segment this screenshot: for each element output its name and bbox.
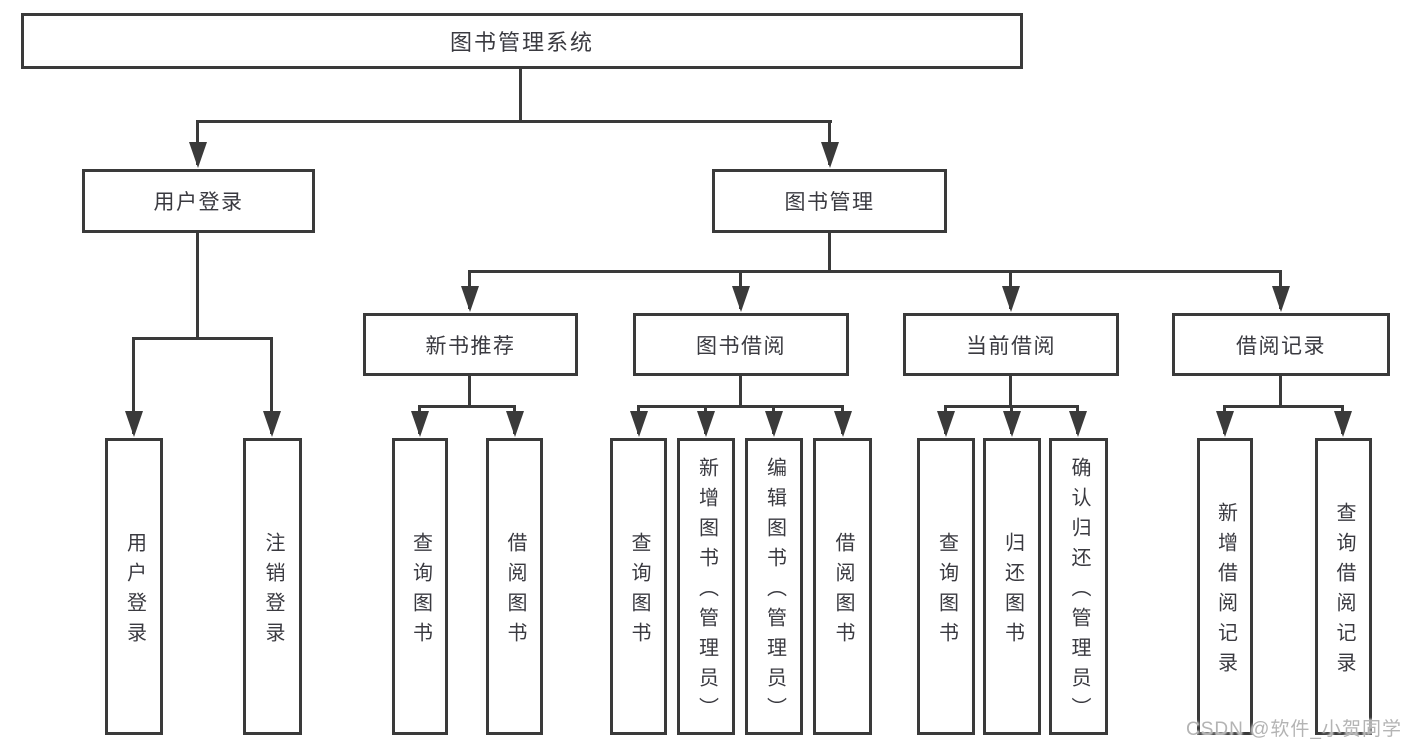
leaf-logout: 注销登录 — [243, 438, 302, 735]
leaf-borrow-books: 借阅图书 — [486, 438, 543, 735]
connector-book-borrow-stem — [739, 376, 742, 407]
leaf-edit-books-admin: 编辑图书（管理员） — [745, 438, 803, 735]
arrowhead-logout-leaf — [263, 411, 281, 437]
connector-book-management-stem — [828, 233, 831, 272]
connector-book-management-branch — [468, 270, 1282, 273]
node-label: 图书管理系统 — [449, 30, 594, 55]
leaf-return-books: 归还图书 — [983, 438, 1041, 735]
leaf-query-books: 查询图书 — [917, 438, 975, 735]
arrowhead-leaf — [697, 411, 715, 437]
node-label: 用户登录 — [153, 191, 244, 214]
node-label: 借阅记录 — [1236, 334, 1326, 358]
connector-root-branch — [197, 120, 832, 123]
leaf-add-borrow-record: 新增借阅记录 — [1197, 438, 1253, 735]
node-label: 图书管理 — [784, 191, 875, 214]
node-label: 编辑图书（管理员） — [763, 456, 786, 727]
node-label: 归还图书 — [1001, 531, 1024, 652]
leaf-confirm-return-admin: 确认归还（管理员） — [1049, 438, 1108, 735]
node-current-borrow: 当前借阅 — [903, 313, 1119, 376]
node-book-borrow: 图书借阅 — [633, 313, 849, 376]
node-new-book-recommend: 新书推荐 — [363, 313, 578, 376]
arrowhead-leaf — [765, 411, 783, 437]
arrowhead-user-login — [189, 142, 207, 168]
node-borrow-records: 借阅记录 — [1172, 313, 1390, 376]
leaf-query-books: 查询图书 — [392, 438, 448, 735]
csdn-watermark: CSDN @软件_小贺同学 — [1186, 719, 1402, 740]
arrowhead-leaf — [411, 411, 429, 437]
arrowhead-book-borrow — [732, 286, 750, 312]
connector-to-logout-leaf — [270, 337, 273, 434]
node-label: 新增借阅记录 — [1214, 501, 1237, 682]
node-label: 新书推荐 — [425, 334, 516, 358]
connector-book-borrow-branch — [637, 405, 844, 408]
arrowhead-leaf — [1334, 411, 1352, 437]
connector-user-login-stem — [196, 233, 199, 337]
node-label: 图书借阅 — [696, 334, 786, 358]
leaf-user-login: 用户登录 — [105, 438, 163, 735]
connector-current-borrow-stem — [1009, 376, 1012, 407]
connector-new-book-stem — [468, 376, 471, 407]
arrowhead-leaf — [937, 411, 955, 437]
arrowhead-leaf — [630, 411, 648, 437]
leaf-query-borrow-record: 查询借阅记录 — [1315, 438, 1372, 735]
arrowhead-leaf — [1003, 411, 1021, 437]
arrowhead-leaf — [834, 411, 852, 437]
node-label: 确认归还（管理员） — [1068, 456, 1090, 727]
arrowhead-login-leaf — [125, 411, 143, 437]
node-label: 查询图书 — [409, 531, 432, 652]
connector-borrow-records-branch — [1223, 405, 1344, 408]
arrowhead-leaf — [506, 411, 524, 437]
node-label: 借阅图书 — [504, 531, 526, 652]
connector-root-stem — [519, 68, 522, 120]
arrowhead-borrow-records — [1272, 286, 1290, 312]
leaf-query-books: 查询图书 — [610, 438, 667, 735]
arrowhead-new-book — [461, 286, 479, 312]
node-label: 查询借阅记录 — [1333, 501, 1355, 682]
node-label: 查询图书 — [935, 531, 958, 652]
arrowhead-current-borrow — [1002, 286, 1020, 312]
leaf-borrow-books: 借阅图书 — [813, 438, 872, 735]
node-label: 注销登录 — [262, 531, 284, 652]
connector-user-login-branch — [132, 337, 273, 340]
node-label: 借阅图书 — [832, 531, 854, 652]
connector-new-book-branch — [418, 405, 516, 408]
node-user-login: 用户登录 — [82, 169, 315, 233]
arrowhead-leaf — [1069, 411, 1087, 437]
leaf-add-books-admin: 新增图书（管理员） — [677, 438, 735, 735]
node-label: 查询图书 — [628, 531, 650, 652]
node-label: 当前借阅 — [966, 334, 1056, 358]
node-label: 新增图书（管理员） — [695, 456, 718, 727]
arrowhead-book-management — [821, 142, 839, 168]
connector-to-login-leaf — [132, 337, 135, 434]
node-library-management-system: 图书管理系统 — [21, 13, 1023, 69]
node-book-management: 图书管理 — [712, 169, 947, 233]
node-label: 用户登录 — [123, 531, 146, 652]
arrowhead-leaf — [1216, 411, 1234, 437]
connector-borrow-records-stem — [1279, 376, 1282, 407]
